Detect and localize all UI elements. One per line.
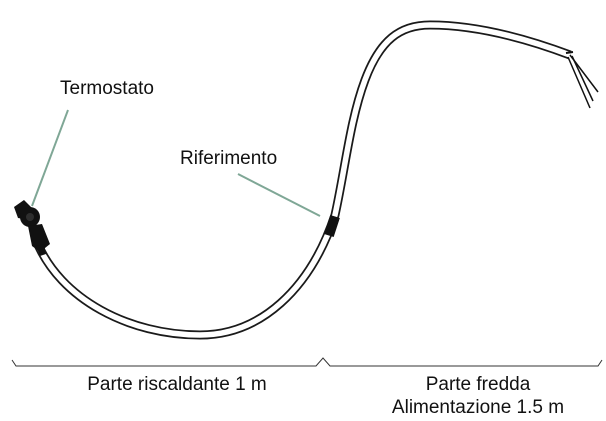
heating-cable bbox=[31, 20, 572, 340]
riferimento-label: Riferimento bbox=[180, 148, 278, 169]
power-supply-label: Alimentazione 1.5 m bbox=[391, 397, 565, 418]
cable-end-wires bbox=[565, 51, 599, 109]
cold-part-label: Parte fredda bbox=[425, 374, 531, 395]
length-brace bbox=[11, 357, 603, 367]
thermostat-device bbox=[14, 200, 50, 256]
reference-marker bbox=[324, 214, 340, 238]
heating-part-label: Parte riscaldante 1 m bbox=[87, 374, 267, 395]
termostato-leader-line bbox=[31, 109, 69, 207]
riferimento-leader-line bbox=[237, 173, 321, 217]
termostato-label: Termostato bbox=[60, 78, 154, 99]
